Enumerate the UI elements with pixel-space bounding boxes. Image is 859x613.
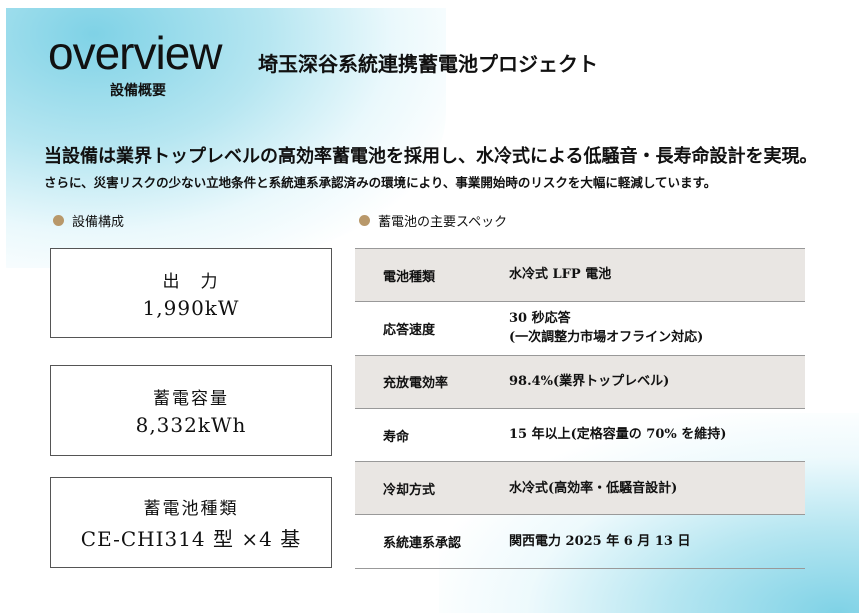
- spec-key: 電池種類: [383, 269, 436, 285]
- subtitle: 設備概要: [110, 83, 166, 99]
- spec-value: 関西電力 2025 年 6 月 13 日: [509, 533, 691, 549]
- lead-subtext: さらに、災害リスクの少ない立地条件と系統連系承認済みの環境により、事業開始時のリ…: [44, 175, 717, 190]
- table-row: 充放電効率 98.4%(業界トップレベル): [355, 355, 805, 409]
- overview-logo: overview: [48, 27, 223, 79]
- section-specs-heading: 蓄電池の主要スペック: [359, 211, 507, 230]
- table-row: 応答速度 30 秒応答 (一次調整力市場オフライン対応): [355, 302, 805, 356]
- spec-value: 98.4%(業界トップレベル): [509, 373, 670, 389]
- spec-value: 水冷式(高効率・低騒音設計): [509, 480, 678, 496]
- spec-key: 充放電効率: [383, 376, 449, 392]
- config-box-type: 蓄電池種類 CE-CHI314 型 ×4 基: [50, 477, 332, 568]
- section-label: 蓄電池の主要スペック: [378, 215, 508, 230]
- config-label: 蓄電容量: [153, 389, 229, 409]
- table-row: 冷却方式 水冷式(高効率・低騒音設計): [355, 462, 805, 516]
- bullet-icon: [359, 215, 370, 226]
- section-label: 設備構成: [72, 215, 125, 230]
- lead-text: 当設備は業界トップレベルの高効率蓄電池を採用し、水冷式による低騒音・長寿命設計を…: [44, 146, 818, 167]
- config-label: 蓄電池種類: [143, 498, 239, 519]
- spec-key: 寿命: [383, 429, 410, 445]
- spec-key: 冷却方式: [383, 482, 436, 498]
- spec-value: 水冷式 LFP 電池: [509, 267, 612, 283]
- spec-value: 15 年以上(定格容量の 70% を維持): [509, 427, 727, 443]
- config-box-capacity: 蓄電容量 8,332kWh: [50, 365, 332, 456]
- spec-key: 応答速度: [383, 322, 436, 338]
- table-row: 系統連系承認 関西電力 2025 年 6 月 13 日: [355, 515, 805, 569]
- spec-key: 系統連系承認: [383, 536, 462, 552]
- config-value: 1,990kW: [142, 295, 240, 320]
- config-value: 8,332kWh: [135, 413, 247, 437]
- config-box-output: 出 力 1,990kW: [50, 248, 332, 338]
- section-config-heading: 設備構成: [53, 211, 124, 230]
- bullet-icon: [53, 215, 64, 226]
- spec-value: 30 秒応答 (一次調整力市場オフライン対応): [509, 309, 805, 348]
- config-value: CE-CHI314 型 ×4 基: [80, 526, 302, 551]
- config-label: 出 力: [162, 271, 220, 292]
- table-row: 寿命 15 年以上(定格容量の 70% を維持): [355, 409, 805, 463]
- table-row: 電池種類 水冷式 LFP 電池: [355, 249, 805, 303]
- spec-table: 電池種類 水冷式 LFP 電池 応答速度 30 秒応答 (一次調整力市場オフライン対応…: [355, 248, 805, 569]
- spec-value-line: 30 秒応答: [509, 310, 571, 326]
- page-title: 埼玉深谷系統連携蓄電池プロジェクト: [258, 52, 598, 76]
- spec-value-line: (一次調整力市場オフライン対応): [509, 330, 704, 346]
